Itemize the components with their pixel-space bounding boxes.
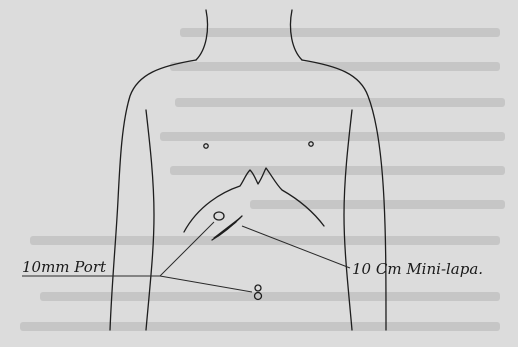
mini-lapa-leader [242, 226, 350, 268]
right-flank-outline [344, 110, 352, 330]
upper-port-site [214, 212, 224, 220]
left-flank-outline [146, 110, 154, 330]
neck-right-outline [290, 10, 302, 60]
neck-left-outline [196, 10, 208, 60]
port-leader-lower [160, 276, 252, 292]
port-leader-upper [160, 222, 214, 276]
costal-margin-outline [184, 168, 324, 232]
mini-lapa-label: 10 Cm Mini-lapa. [352, 260, 483, 278]
port-label: 10mm Port [22, 258, 107, 276]
left-nipple-mark [204, 144, 208, 148]
right-nipple-mark [309, 142, 313, 146]
umbilical-port-site [255, 285, 262, 300]
